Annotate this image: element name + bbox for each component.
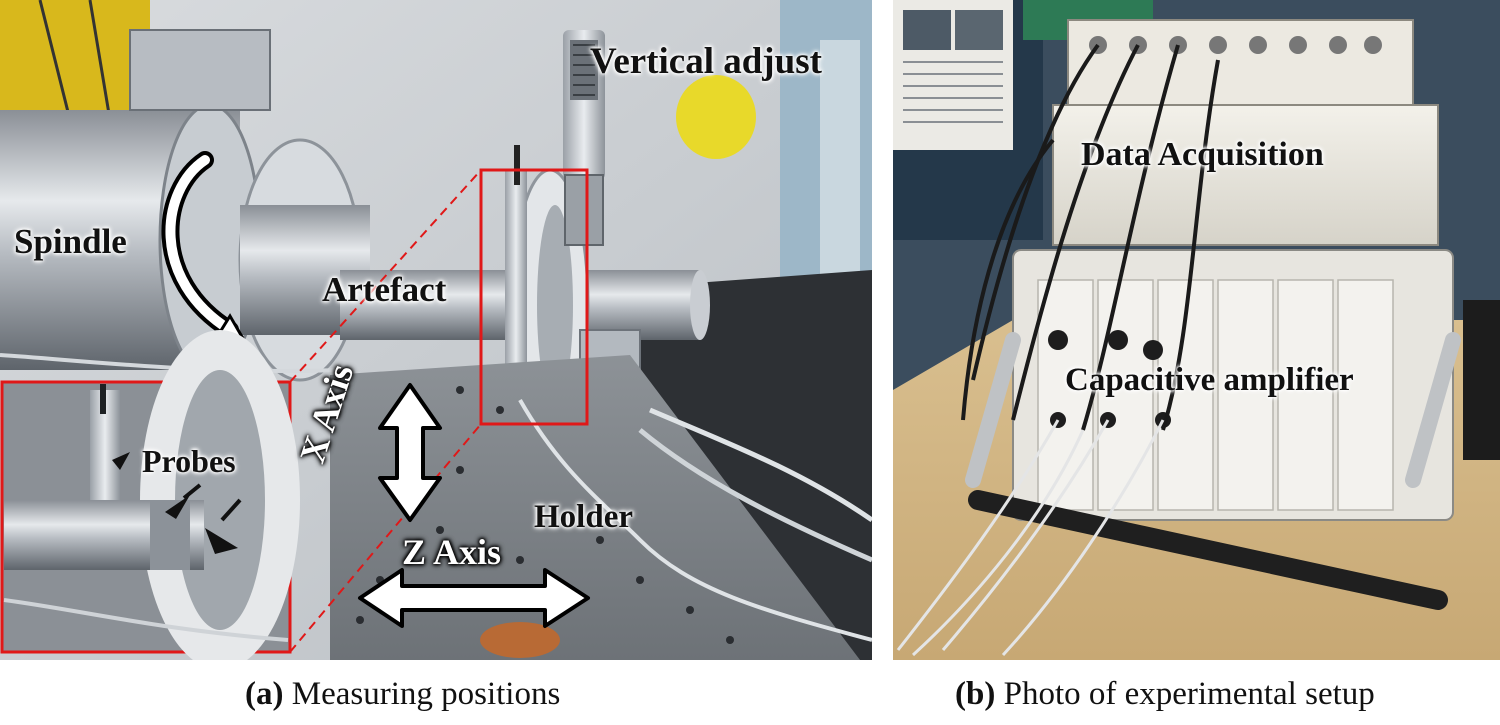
x-axis-arrow — [378, 383, 442, 522]
artefact-label: Artefact — [322, 270, 447, 309]
photo-measuring-positions: Vertical adjust Spindle Artefact Probes … — [0, 0, 872, 660]
caption-b-tag: (b) — [955, 676, 996, 712]
caption-a-text: Measuring positions — [291, 676, 561, 712]
experimental-setup-illustration — [893, 0, 1500, 660]
caption-b-text: Photo of experimental setup — [1003, 676, 1375, 712]
caption-a-tag: (a) — [245, 676, 284, 712]
vertical-adjust-label: Vertical adjust — [590, 41, 822, 82]
data-acquisition-label: Data Acquisition — [1081, 136, 1324, 173]
caption-b: (b) Photo of experimental setup — [955, 676, 1375, 713]
z-axis-arrow — [358, 568, 590, 628]
photo-experimental-setup: Data Acquisition Capacitive amplifier — [893, 0, 1500, 660]
capacitive-amplifier-label: Capacitive amplifier — [1065, 362, 1354, 398]
caption-a: (a) Measuring positions — [245, 676, 560, 713]
holder-label: Holder — [534, 499, 633, 535]
measuring-setup-illustration — [0, 0, 872, 660]
spindle-label: Spindle — [14, 222, 127, 261]
probes-label: Probes — [142, 443, 236, 479]
z-axis-label: Z Axis — [402, 532, 502, 572]
